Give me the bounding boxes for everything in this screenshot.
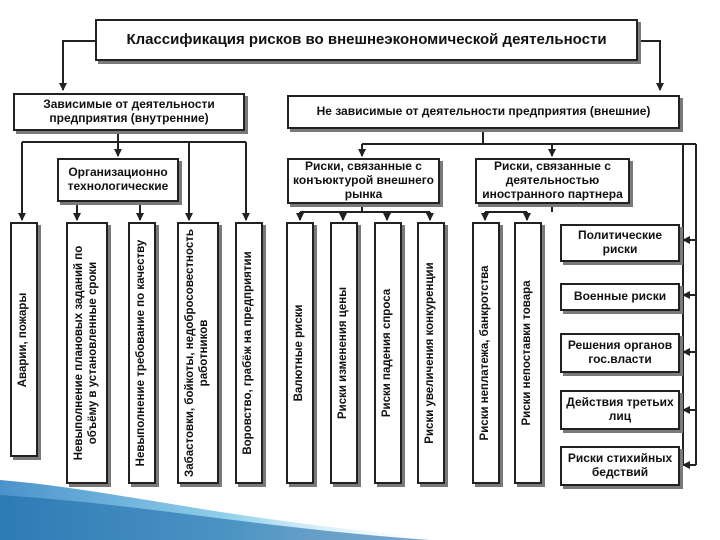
partner-risks-label: Риски, связанные с деятельностью иностра…	[482, 159, 623, 201]
market-risks-box: Риски, связанные с конъюктурой внешнего …	[287, 158, 440, 204]
risk-item-natural-disasters: Риски стихийных бедствий	[560, 446, 680, 486]
risk-item-competition-growth: Риски увеличения конкуренции	[417, 222, 445, 484]
risk-item-label: Действия третьих лиц	[566, 395, 674, 423]
risk-item-plan-failure: Невыполнение плановых заданий по объёму …	[66, 222, 108, 484]
risk-item-strikes-boycotts: Забастовки, бойкоты, недобросовестность …	[177, 222, 219, 484]
risk-item-label: Военные риски	[573, 289, 667, 304]
risk-item-government-decisions: Решения органов гос.власти	[560, 333, 680, 373]
risk-item-label: Невыполнение плановых заданий по объёму …	[73, 245, 99, 461]
risk-item-label: Риски непоставки товара	[521, 280, 534, 426]
risk-item-label: Риски увеличения конкуренции	[424, 262, 437, 444]
risk-item-military: Военные риски	[560, 283, 680, 311]
external-risks-header-text: Не зависимые от деятельности предприятия…	[316, 104, 651, 119]
market-risks-label: Риски, связанные с конъюктурой внешнего …	[293, 159, 434, 201]
risk-item-currency: Валютные риски	[286, 222, 314, 484]
diagram-title-text: Классификация рисков во внешнеэкономичес…	[126, 31, 607, 49]
risk-item-label: Воровство, грабёж на предприятии	[242, 251, 255, 455]
internal-risks-header-text: Зависимые от деятельности предприятия (в…	[43, 97, 215, 125]
partner-risks-box: Риски, связанные с деятельностью иностра…	[475, 158, 630, 204]
risk-item-label: Решения органов гос.власти	[567, 338, 673, 366]
risk-item-label: Аварии, пожары	[17, 292, 30, 387]
risk-item-label: Риски неплатежа, банкротства	[479, 265, 492, 441]
risk-item-label: Риски изменения цены	[337, 286, 350, 420]
decorative-wave	[0, 480, 460, 540]
risk-item-label: Невыполнение требование по качеству	[135, 239, 148, 467]
internal-risks-header: Зависимые от деятельности предприятия (в…	[13, 93, 245, 131]
risk-item-label: Политические риски	[577, 228, 663, 256]
risk-item-quality-failure: Невыполнение требование по качеству	[128, 222, 156, 484]
risk-item-third-party-actions: Действия третьих лиц	[560, 390, 680, 430]
risk-item-political: Политические риски	[560, 224, 680, 262]
risk-item-nonpayment-bankruptcy: Риски неплатежа, банкротства	[472, 222, 500, 484]
diagram-title: Классификация рисков во внешнеэкономичес…	[95, 19, 638, 61]
risk-item-demand-drop: Риски падения спроса	[374, 222, 402, 484]
risk-item-nondelivery: Риски непоставки товара	[514, 222, 542, 484]
risk-item-label: Валютные риски	[293, 304, 306, 402]
org-tech-risks-label: Организационно технологические	[67, 165, 169, 193]
risk-item-accidents-fires: Аварии, пожары	[10, 222, 38, 457]
risk-item-label: Риски стихийных бедствий	[567, 451, 673, 479]
org-tech-risks-box: Организационно технологические	[57, 158, 179, 202]
external-risks-header: Не зависимые от деятельности предприятия…	[287, 95, 680, 129]
risk-item-label: Забастовки, бойкоты, недобросовестность …	[184, 229, 210, 477]
risk-item-theft-robbery: Воровство, грабёж на предприятии	[235, 222, 263, 484]
risk-item-price-change: Риски изменения цены	[330, 222, 358, 484]
risk-item-label: Риски падения спроса	[381, 288, 394, 418]
